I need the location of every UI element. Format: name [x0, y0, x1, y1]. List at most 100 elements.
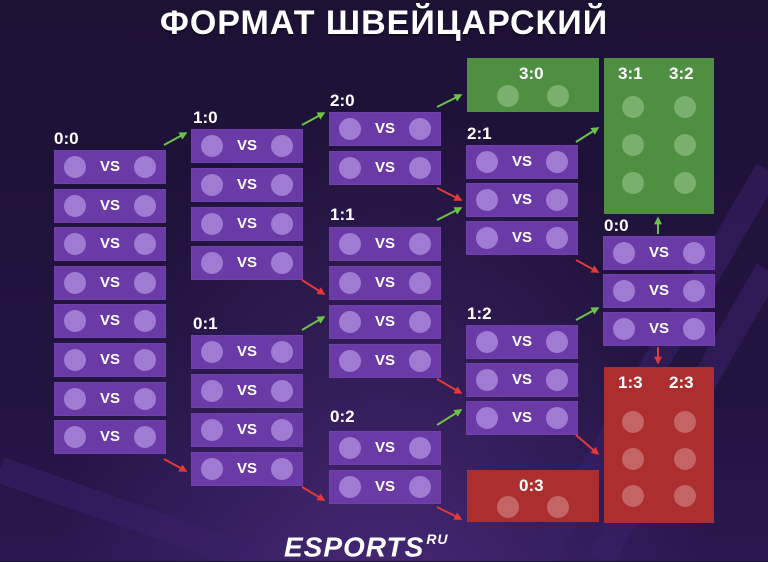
match-block: VS: [54, 304, 166, 338]
score-label-2-1: 2:1: [467, 124, 492, 143]
team-slot: [64, 233, 86, 255]
vs-label: VS: [648, 320, 669, 337]
team-slot: [476, 151, 498, 173]
team-slot: [622, 96, 644, 118]
vs-label: VS: [99, 158, 120, 175]
vs-label: VS: [99, 197, 120, 214]
eliminated-0-3-box: 0:3: [467, 470, 599, 522]
match-block: VS: [54, 420, 166, 454]
team-slot: [409, 118, 431, 140]
vs-label: VS: [236, 382, 257, 399]
score-label-0-1: 0:1: [193, 314, 218, 333]
vs-label: VS: [511, 333, 532, 350]
team-slot: [683, 242, 705, 264]
vs-label: VS: [99, 312, 120, 329]
team-slot: [546, 189, 568, 211]
loss-arrow: [301, 279, 326, 295]
team-slot: [271, 341, 293, 363]
win-arrow: [301, 316, 326, 331]
match-block: VS: [603, 274, 715, 308]
score-label-1-0: 1:0: [193, 108, 218, 127]
match-block: VS: [191, 246, 303, 280]
team-slot: [339, 311, 361, 333]
vs-label: VS: [374, 478, 395, 495]
match-block: VS: [329, 431, 441, 465]
team-slot: [339, 476, 361, 498]
match-block: VS: [191, 413, 303, 447]
eliminated-1-3-2-3-box: 1:3 2:3: [604, 367, 714, 523]
team-slot: [134, 388, 156, 410]
team-slot: [497, 85, 519, 107]
team-slot: [134, 426, 156, 448]
vs-label: VS: [511, 409, 532, 426]
match-block: VS: [329, 151, 441, 185]
team-slot: [622, 411, 644, 433]
team-slot: [546, 407, 568, 429]
vs-label: VS: [374, 439, 395, 456]
match-block: VS: [329, 344, 441, 378]
match-block: VS: [466, 221, 578, 255]
vs-label: VS: [99, 428, 120, 445]
match-block: VS: [191, 129, 303, 163]
team-slot: [134, 310, 156, 332]
vs-label: VS: [236, 254, 257, 271]
team-slot: [613, 318, 635, 340]
team-slot: [409, 311, 431, 333]
team-slot: [674, 485, 696, 507]
match-block: VS: [191, 452, 303, 486]
team-slot: [683, 318, 705, 340]
score-label-1-1: 1:1: [330, 205, 355, 224]
win-arrow: [163, 132, 188, 146]
team-slot: [409, 272, 431, 294]
team-slot: [64, 310, 86, 332]
match-block: VS: [466, 325, 578, 359]
team-slot: [674, 96, 696, 118]
vs-label: VS: [236, 421, 257, 438]
team-slot: [271, 458, 293, 480]
vs-label: VS: [236, 176, 257, 193]
team-slot: [674, 134, 696, 156]
vs-label: VS: [511, 153, 532, 170]
team-slot: [271, 419, 293, 441]
team-slot: [64, 388, 86, 410]
eliminated-0-3-label: 0:3: [519, 476, 544, 495]
team-slot: [546, 369, 568, 391]
team-slot: [339, 118, 361, 140]
vs-label: VS: [374, 274, 395, 291]
match-block: VS: [466, 401, 578, 435]
match-block: VS: [603, 312, 715, 346]
vs-label: VS: [374, 313, 395, 330]
team-slot: [201, 135, 223, 157]
match-block: VS: [329, 305, 441, 339]
vs-label: VS: [511, 191, 532, 208]
vs-label: VS: [99, 351, 120, 368]
match-block: VS: [191, 374, 303, 408]
vs-label: VS: [236, 215, 257, 232]
team-slot: [339, 350, 361, 372]
score-label-1-2: 1:2: [467, 304, 492, 323]
match-block: VS: [54, 266, 166, 300]
match-block: VS: [54, 343, 166, 377]
score-label-0-2: 0:2: [330, 407, 355, 426]
vs-label: VS: [99, 274, 120, 291]
team-slot: [201, 419, 223, 441]
team-slot: [476, 331, 498, 353]
team-slot: [476, 227, 498, 249]
team-slot: [476, 369, 498, 391]
loss-arrow: [436, 378, 463, 394]
win-arrow: [575, 307, 600, 321]
match-block: VS: [329, 470, 441, 504]
team-slot: [409, 350, 431, 372]
win-arrow: [436, 207, 463, 221]
match-block: VS: [603, 236, 715, 270]
team-slot: [622, 485, 644, 507]
team-slot: [271, 213, 293, 235]
match-block: VS: [329, 266, 441, 300]
match-block: VS: [191, 335, 303, 369]
team-slot: [134, 272, 156, 294]
team-slot: [497, 496, 519, 518]
team-slot: [622, 134, 644, 156]
team-slot: [134, 156, 156, 178]
team-slot: [64, 272, 86, 294]
team-slot: [674, 172, 696, 194]
